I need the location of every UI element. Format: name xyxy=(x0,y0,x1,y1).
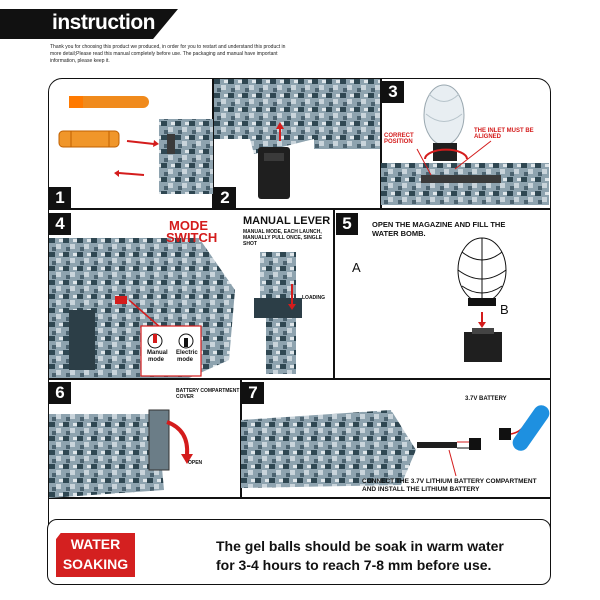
soaking-instruction-1: The gel balls should be soak in warm wat… xyxy=(216,538,504,554)
lithium-battery xyxy=(512,405,550,451)
battery-label: 3.7V BATTERY xyxy=(465,396,507,402)
intro-text: Thank you for choosing this product we p… xyxy=(50,44,286,64)
step3-number: 3 xyxy=(382,81,404,103)
step2-number: 2 xyxy=(214,187,236,209)
lever-illustration xyxy=(254,252,302,374)
col-divider-3 xyxy=(333,208,335,379)
step7-text: CONNECT THE 3.7V LITHIUM BATTERY COMPART… xyxy=(362,478,537,493)
water-soaking-badge xyxy=(56,533,135,577)
manual-mode-label-1: Manual xyxy=(147,350,168,356)
open-label: OPEN xyxy=(188,460,203,466)
correct-position-label: CORRECT POSITION xyxy=(384,133,414,145)
panel1-illustration xyxy=(58,96,213,194)
soaking-instruction-2: for 3-4 hours to reach 7-8 mm before use… xyxy=(216,557,492,573)
mode-switch-line2: SWITCH xyxy=(166,230,218,245)
electric-mode-label-1: Electric xyxy=(176,350,198,356)
manual-mode-label-2: mode xyxy=(148,357,165,363)
panel4-illustration xyxy=(49,238,235,378)
loading-label: LOADING xyxy=(302,295,326,301)
label-a: A xyxy=(352,260,361,275)
label-b: B xyxy=(500,302,509,317)
panel7-illustration xyxy=(241,405,550,488)
manual-lever-desc: MANUAL MODE, EACH LAUNCH, MANUALLY PULL … xyxy=(243,229,323,247)
step4-number: 4 xyxy=(49,213,71,235)
mode-switch-line1: MODE xyxy=(169,218,208,233)
bullet-orange xyxy=(69,96,149,108)
magazine-cap xyxy=(464,332,502,362)
water-soaking-line2: SOAKING xyxy=(62,556,129,572)
panel5-illustration xyxy=(457,237,507,362)
panel2-illustration xyxy=(214,79,380,199)
panel6-illustration xyxy=(49,409,193,498)
inlet-label: THE INLET MUST BE ALIGNED xyxy=(474,128,534,140)
step1-number: 1 xyxy=(49,187,71,209)
electric-mode-label-2: mode xyxy=(177,357,194,363)
manual-lever-title: MANUAL LEVER xyxy=(243,215,331,227)
col-divider-4 xyxy=(240,378,242,498)
battery-cover-label: BATTERY COMPARTMENT COVER xyxy=(176,388,240,400)
step6-number: 6 xyxy=(49,382,71,404)
title-banner xyxy=(0,9,178,39)
row1-divider xyxy=(48,208,550,210)
step5-text: OPEN THE MAGAZINE AND FILL THE WATER BOM… xyxy=(372,220,506,238)
bottom-rule xyxy=(48,497,550,499)
gun-front xyxy=(159,119,213,194)
step7-number: 7 xyxy=(242,382,264,404)
page-title: instruction xyxy=(52,11,156,34)
col-divider-2 xyxy=(380,78,382,209)
water-soaking-line1: WATER xyxy=(70,536,121,552)
row2-divider xyxy=(48,378,550,380)
panel3-illustration xyxy=(381,84,549,205)
barrel-extension xyxy=(58,130,120,148)
step5-number: 5 xyxy=(336,213,358,235)
water-bomb xyxy=(423,84,465,146)
